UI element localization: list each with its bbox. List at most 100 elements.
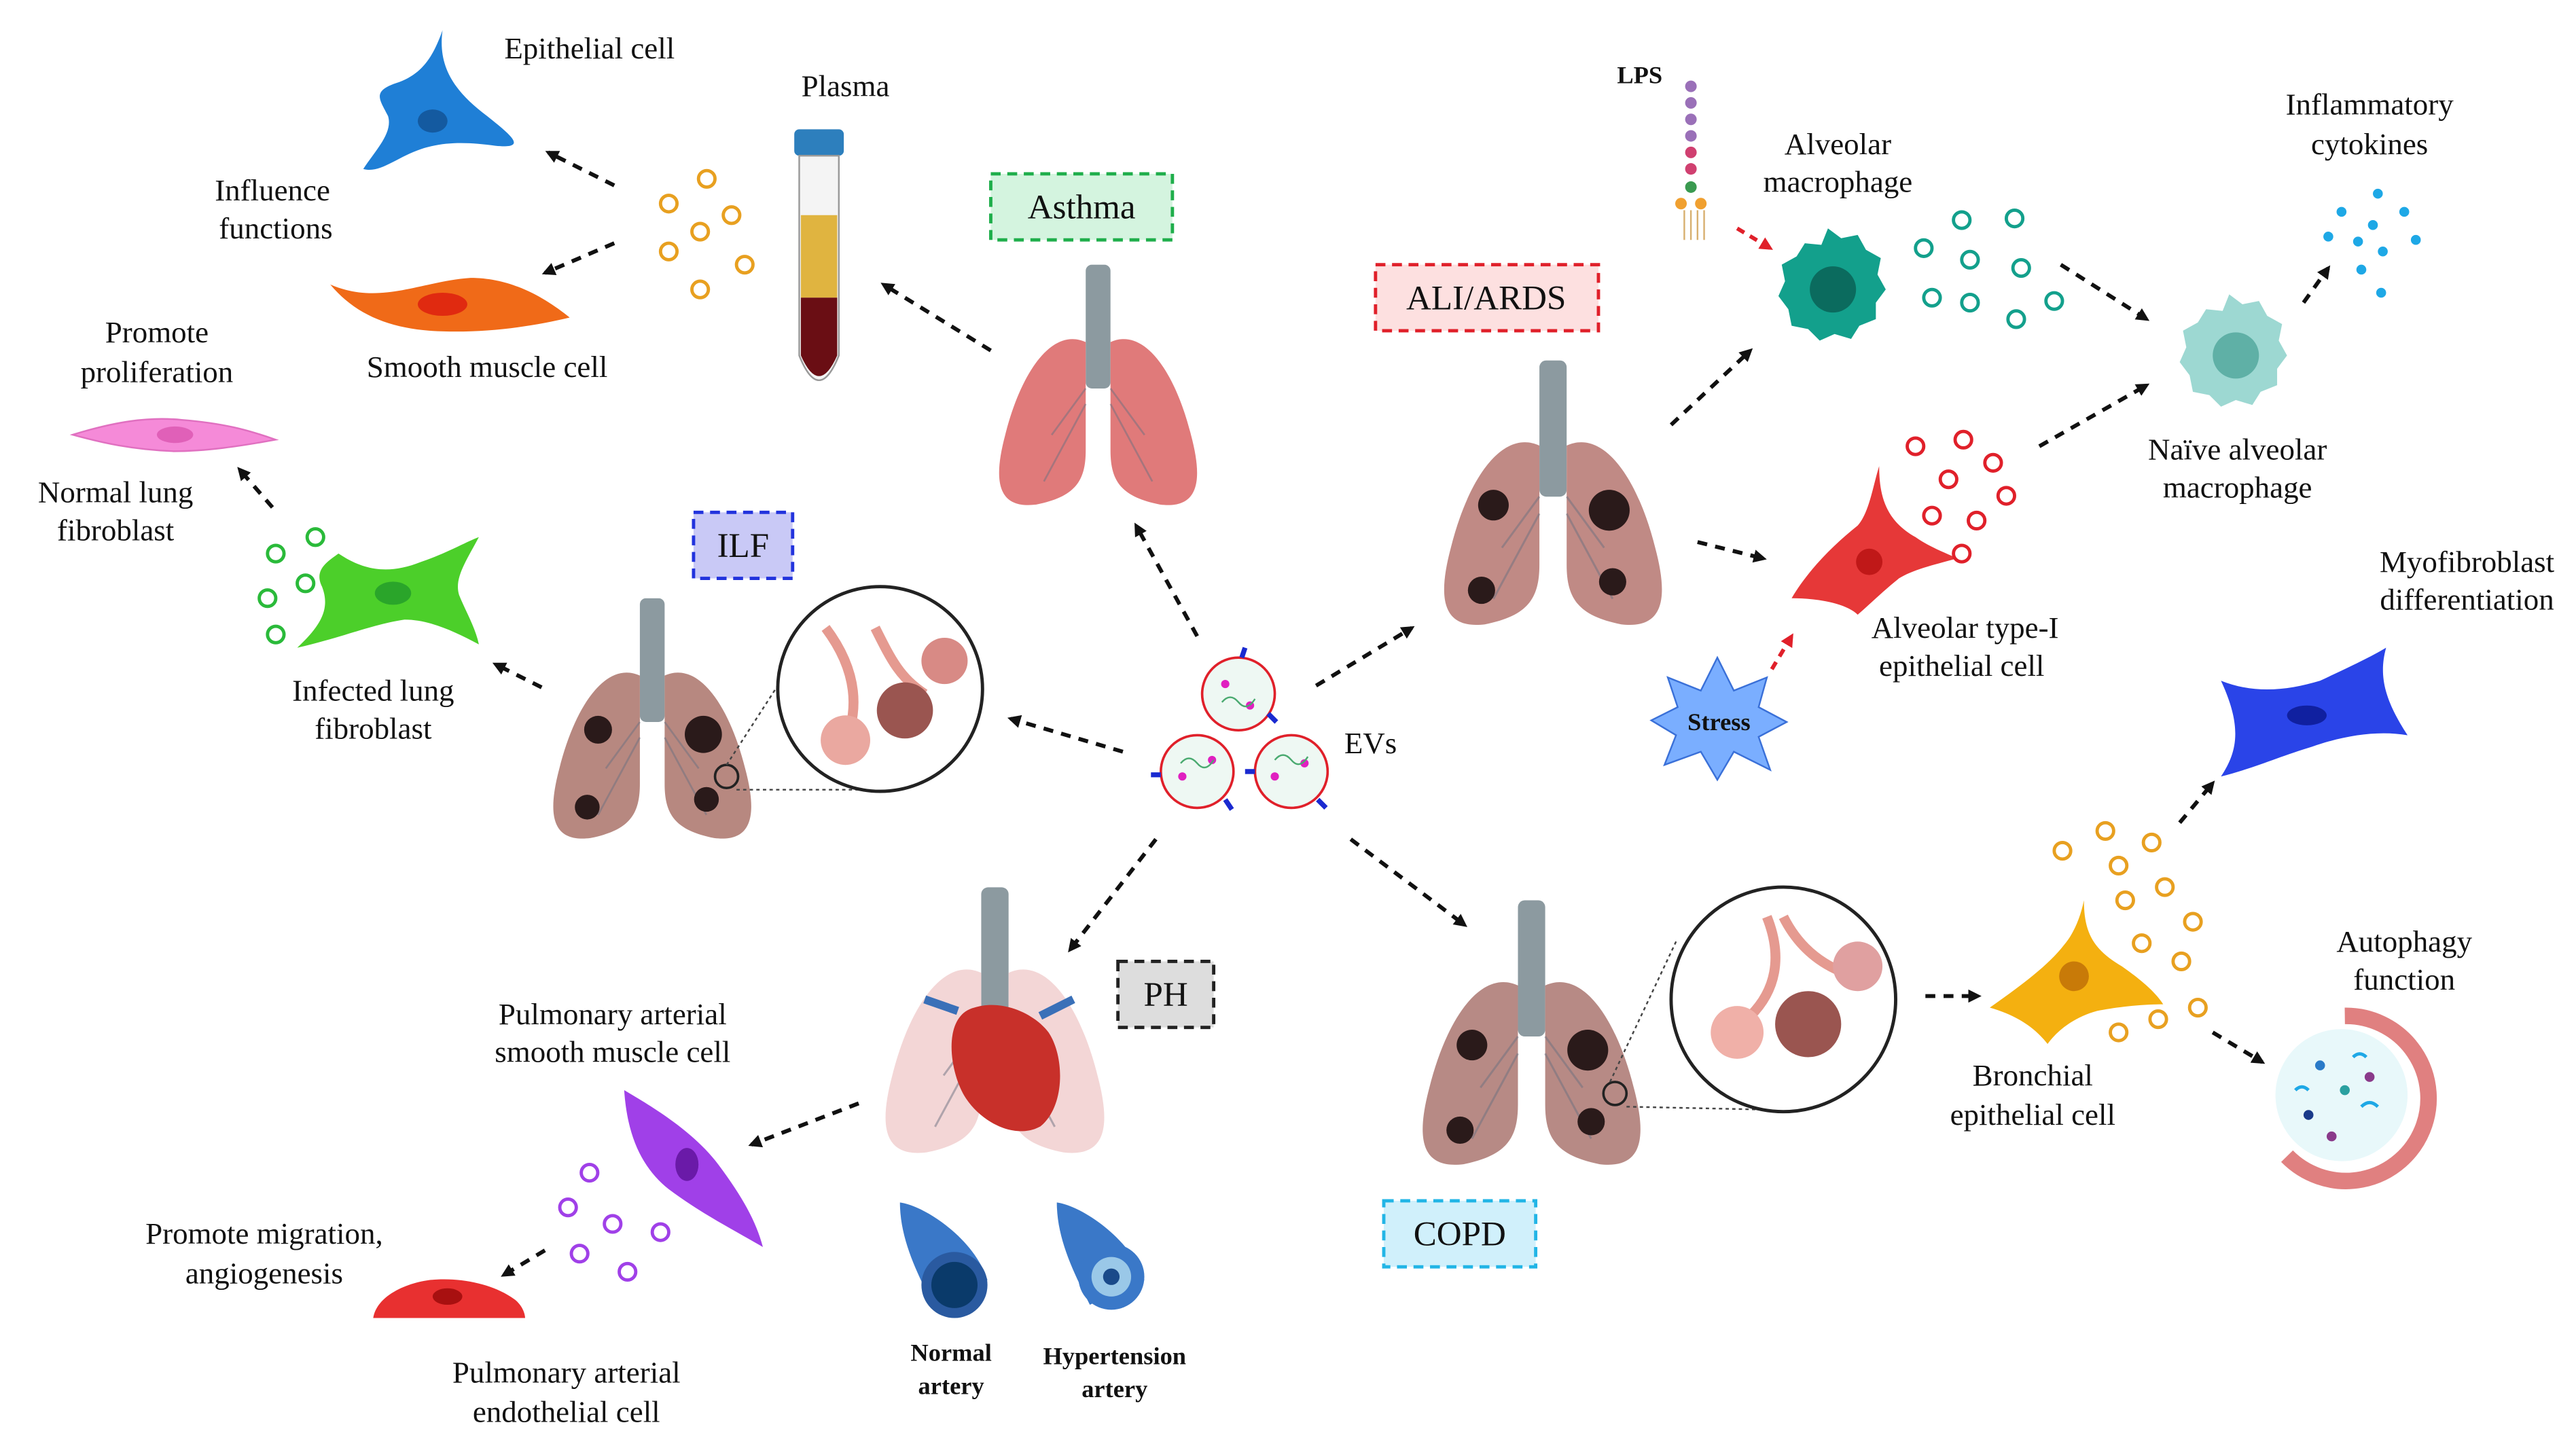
alveolar-macrophage-line1: Alveolar xyxy=(1785,127,1891,161)
asthma-label: Asthma xyxy=(1028,189,1136,227)
orange-vesicles-icon xyxy=(658,168,755,300)
ali-ards-branch: ALI/ARDS LPS Alveolar macrophage Inflamm… xyxy=(1374,61,2454,782)
influence-functions-label-line2: functions xyxy=(219,211,332,245)
arrow-to-naive-macrophage-2 xyxy=(2038,383,2150,448)
ev-vesicle-icon xyxy=(1200,647,1278,732)
ev-vesicle-icon xyxy=(1245,734,1329,810)
influence-functions-label-line1: Influence xyxy=(215,173,330,207)
copd-branch: COPD Bronchial epithelial cell Myofibrob… xyxy=(1382,545,2555,1269)
lps-molecule-icon xyxy=(1675,80,1707,240)
arrow-stress-to-type-i-cell xyxy=(1770,633,1793,670)
epithelial-cell-icon xyxy=(363,30,514,170)
arrow-to-naive-macrophage-1 xyxy=(2060,263,2150,321)
naive-macrophage-line1: Naïve alveolar xyxy=(2148,433,2327,467)
arrow-evs-to-ali xyxy=(1314,626,1415,688)
smooth-muscle-cell-label: Smooth muscle cell xyxy=(367,350,608,384)
asthma-lungs-icon xyxy=(998,264,1198,507)
ilf-branch: ILF Promote proliferation Normal lung fi… xyxy=(38,315,984,840)
arrow-ph-to-pasmc xyxy=(748,1101,860,1148)
myofibroblast-line1: Myofibroblast xyxy=(2380,545,2555,579)
autophagy-line2: function xyxy=(2353,962,2455,996)
copd-alveoli-magnified-icon xyxy=(1669,885,1897,1114)
arrows xyxy=(237,150,2331,1277)
normal-artery-line2: artery xyxy=(918,1372,984,1399)
teal-vesicles-icon xyxy=(1914,209,2064,329)
epithelial-cell-label: Epithelial cell xyxy=(504,31,675,65)
stress-label: Stress xyxy=(1687,708,1751,736)
arrow-ali-to-macrophage xyxy=(1669,348,1753,427)
ilf-box xyxy=(692,510,795,580)
paec-line1: Pulmonary arterial xyxy=(452,1355,681,1389)
lps-label: LPS xyxy=(1617,61,1662,88)
evs-cluster: EVs xyxy=(1151,647,1397,811)
normal-artery-line1: Normal xyxy=(910,1339,991,1367)
arrow-evs-to-copd xyxy=(1349,837,1467,927)
arrow-to-myofibroblast xyxy=(2178,780,2215,825)
arrow-to-cytokines xyxy=(2302,265,2331,304)
inflammatory-cytokines-line1: Inflammatory xyxy=(2286,87,2454,121)
paec-line2: endothelial cell xyxy=(473,1395,660,1429)
evs-label: EVs xyxy=(1344,726,1397,760)
alveoli-magnified-icon xyxy=(776,585,984,793)
naive-alveolar-macrophage-icon xyxy=(2179,294,2287,407)
cytokines-icon xyxy=(2323,188,2421,298)
promote-migration-line2: angiogenesis xyxy=(185,1256,343,1290)
arrow-ali-to-type-i-cell xyxy=(1697,540,1767,563)
plasma-tube-icon xyxy=(794,129,844,382)
promote-migration-line1: Promote migration, xyxy=(145,1216,383,1250)
arrow-lps-to-macrophage xyxy=(1736,226,1773,250)
arrow-evs-to-asthma xyxy=(1134,522,1199,638)
asthma-box xyxy=(989,172,1175,242)
bronchial-cell-line1: Bronchial xyxy=(1973,1058,2093,1092)
type-i-cell-line1: Alveolar type-I xyxy=(1872,611,2059,645)
asthma-branch: Asthma Plasma Epithelial cell Influence … xyxy=(215,30,1198,507)
arrow-to-endothelial-cell xyxy=(501,1248,546,1277)
ali-ards-label: ALI/ARDS xyxy=(1406,279,1566,317)
type-i-cell-line2: epithelial cell xyxy=(1879,649,2044,683)
arrow-to-smooth-muscle-cell xyxy=(541,241,615,276)
copd-label: COPD xyxy=(1414,1216,1506,1254)
autophagy-line1: Autophagy xyxy=(2336,924,2472,958)
normal-lung-fibroblast-line2: fibroblast xyxy=(57,513,175,547)
infected-lung-fibroblast-line2: fibroblast xyxy=(315,711,432,745)
ph-branch: PH Pulmonary arterial smooth muscle cell… xyxy=(145,886,1216,1429)
arrow-evs-to-ilf xyxy=(1007,715,1124,754)
inflammatory-cytokines-line2: cytokines xyxy=(2311,127,2428,161)
arrow-to-normal-fibroblast xyxy=(237,467,274,509)
bronchial-cell-line2: epithelial cell xyxy=(1950,1098,2115,1132)
ilf-label: ILF xyxy=(717,527,770,565)
ev-vesicle-icon xyxy=(1151,734,1235,811)
arrow-ilf-to-infected-fibroblast xyxy=(492,662,543,689)
green-vesicles-icon xyxy=(257,527,325,645)
normal-artery-icon xyxy=(899,1202,988,1318)
alveolar-type-i-cell-icon xyxy=(1791,466,1957,615)
alveolar-macrophage-icon xyxy=(1778,228,1886,341)
heart-icon xyxy=(923,995,1075,1132)
ph-label: PH xyxy=(1144,976,1188,1014)
naive-macrophage-line2: macrophage xyxy=(2163,470,2312,504)
alveolar-macrophage-line2: macrophage xyxy=(1764,165,1913,199)
promote-proliferation-line2: proliferation xyxy=(81,355,234,389)
red-vesicles-icon xyxy=(1906,429,2016,564)
hypertension-artery-line2: artery xyxy=(1081,1375,1147,1403)
hypertension-artery-line1: Hypertension xyxy=(1043,1343,1186,1370)
plasma-label: Plasma xyxy=(802,69,890,103)
copd-box xyxy=(1382,1199,1538,1269)
normal-lung-fibroblast-line1: Normal lung xyxy=(38,475,193,509)
ali-ards-box xyxy=(1374,263,1600,333)
purple-vesicles-icon xyxy=(558,1163,670,1282)
myofibroblast-line2: differentiation xyxy=(2380,583,2554,617)
arrow-evs-to-ph xyxy=(1068,837,1158,953)
arrow-to-epithelial-cell xyxy=(545,150,615,187)
promote-proliferation-line1: Promote xyxy=(105,315,209,349)
stress-star-icon xyxy=(1649,655,1789,782)
arrow-to-autophagy xyxy=(2211,1030,2266,1064)
ph-box xyxy=(1116,960,1216,1030)
yellow-vesicles-icon xyxy=(2052,820,2208,1043)
infected-lung-fibroblast-line1: Infected lung xyxy=(292,673,454,707)
hypertension-artery-icon xyxy=(1056,1202,1145,1310)
pasmc-line2: smooth muscle cell xyxy=(495,1035,730,1069)
arrow-asthma-to-plasma xyxy=(880,283,992,353)
autophagosome-icon xyxy=(2275,1007,2437,1189)
